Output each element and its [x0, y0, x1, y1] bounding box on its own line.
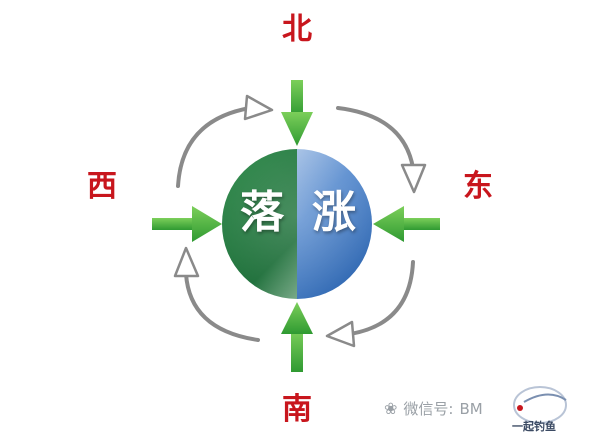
cycle-arrows: [173, 94, 427, 348]
globe-fall-text: 落: [240, 187, 284, 238]
cycle-arrow-top-left: [176, 94, 274, 188]
watermark: ❀ 微信号: BM: [384, 396, 483, 422]
cycle-arrow-bottom-right: [325, 260, 415, 348]
globe-shine: [222, 149, 372, 299]
inward-arrows: [152, 80, 440, 372]
watermark-account: BM: [459, 400, 483, 418]
watermark-logo: 一起钓鱼: [506, 384, 594, 434]
cycle-arrow-bottom-left: [173, 246, 260, 342]
arrow-north: [281, 80, 313, 146]
watermark-logo-text: 一起钓鱼: [512, 420, 556, 433]
cycle-arrow-top-right: [336, 106, 427, 194]
arrow-west: [152, 206, 222, 242]
label-east: 东: [463, 169, 493, 204]
label-south: 南: [282, 392, 312, 427]
arrow-south: [281, 302, 313, 372]
arrow-east: [373, 206, 440, 242]
globe-rise-text: 涨: [312, 187, 356, 238]
watermark-logo-icon: [513, 386, 567, 424]
wechat-icon: ❀: [384, 399, 398, 418]
label-north: 北: [282, 12, 312, 47]
label-west: 西: [87, 169, 117, 204]
watermark-prefix: 微信号:: [403, 400, 454, 418]
